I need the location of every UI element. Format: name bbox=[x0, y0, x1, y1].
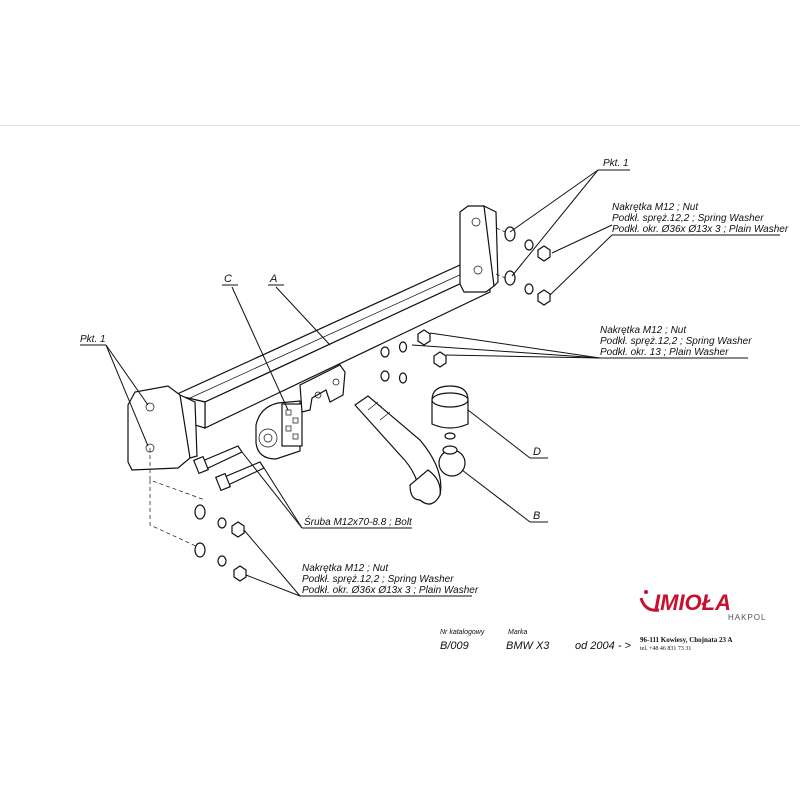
hw-bot-nut: Nakrętka M12 ; Nut bbox=[302, 563, 389, 574]
pkt-label-left: Pkt. 1 bbox=[80, 334, 106, 345]
hardware-middle bbox=[380, 329, 447, 384]
socket-plate bbox=[255, 400, 303, 460]
hw-top-nut: Nakrętka M12 ; Nut bbox=[612, 202, 699, 213]
hw-top-spring: Podkł. spręż.12,2 ; Spring Washer bbox=[612, 213, 764, 224]
logo-subtext: HAKPOL bbox=[728, 613, 766, 622]
brand-label: Marka bbox=[508, 629, 528, 636]
right-bracket bbox=[459, 204, 499, 293]
bolts bbox=[192, 445, 265, 492]
part-label-a: A bbox=[269, 273, 277, 285]
pkt-label-top: Pkt. 1 bbox=[603, 158, 629, 169]
hardware-top-right bbox=[504, 226, 551, 306]
logo-text: IMIOŁA bbox=[654, 590, 731, 615]
hw-mid-nut: Nakrętka M12 ; Nut bbox=[600, 325, 687, 336]
hw-mid-plain: Podkł. okr. 13 ; Plain Washer bbox=[600, 347, 729, 358]
ball-cap bbox=[431, 385, 469, 440]
catalog-label: Nr katalogowy bbox=[440, 629, 485, 636]
assembly-dashes bbox=[149, 227, 511, 549]
part-label-d: D bbox=[533, 446, 541, 458]
hardware-bottom-left bbox=[194, 504, 247, 582]
center-mount bbox=[299, 364, 346, 413]
bolt-label: Śruba M12x70-8.8 ; Bolt bbox=[304, 515, 413, 528]
part-label-c: C bbox=[224, 273, 232, 285]
hw-top-plain: Podkł. okr. Ø36x Ø13x 3 ; Plain Washer bbox=[612, 224, 789, 235]
ball-bar bbox=[354, 395, 466, 505]
leader-lines bbox=[80, 169, 780, 597]
left-bracket bbox=[127, 385, 198, 471]
brand-value: BMW X3 bbox=[506, 640, 550, 652]
company-tel: tel. +48 46 831 73 31 bbox=[640, 646, 691, 652]
since-value: od 2004 - > bbox=[575, 640, 632, 652]
catalog-value: B/009 bbox=[440, 640, 469, 652]
company-address: 96-111 Kowiesy, Chojnata 23 A bbox=[640, 636, 732, 644]
header-divider bbox=[0, 125, 800, 126]
imiola-logo: IMIOŁA HAKPOL bbox=[639, 590, 766, 622]
part-label-b: B bbox=[533, 510, 540, 522]
hw-mid-spring: Podkł. spręż.12,2 ; Spring Washer bbox=[600, 336, 752, 347]
hw-bot-plain: Podkł. okr. Ø36x Ø13x 3 ; Plain Washer bbox=[302, 585, 479, 596]
hw-bot-spring: Podkł. spręż.12,2 ; Spring Washer bbox=[302, 574, 454, 585]
